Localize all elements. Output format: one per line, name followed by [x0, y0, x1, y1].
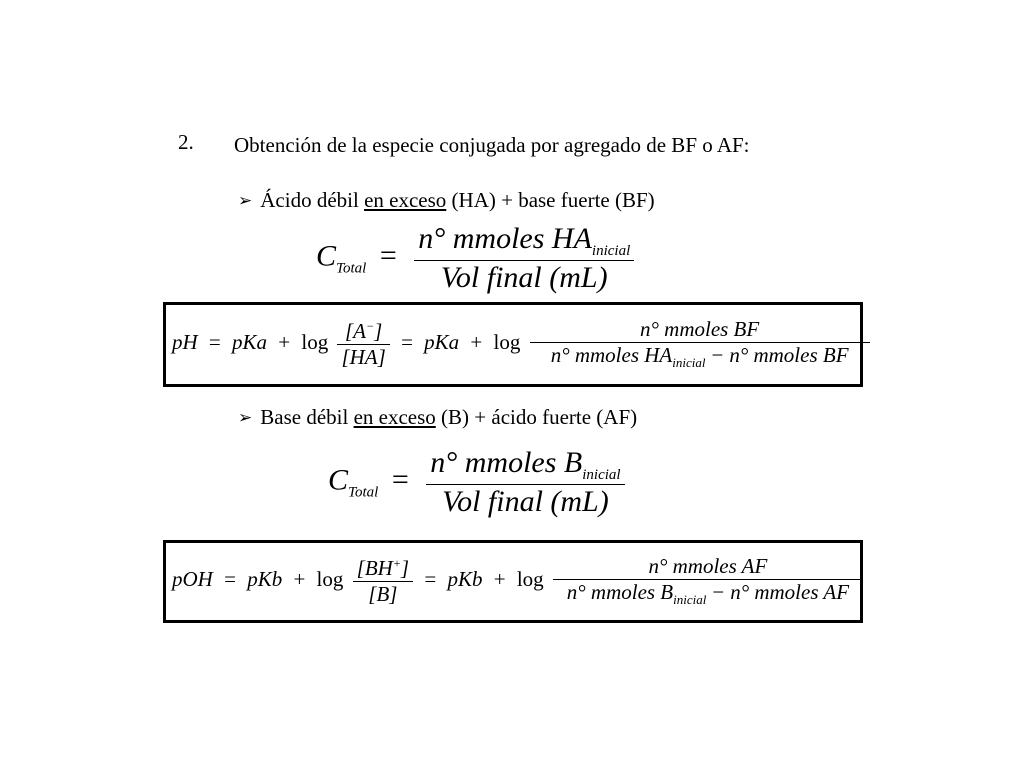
ctotal-fraction: n° mmoles HAinicial Vol final (mL) — [414, 222, 635, 295]
fraction-bar — [426, 484, 625, 485]
formula-log-2: log — [516, 567, 544, 592]
section-number: 2. — [178, 130, 194, 154]
mmoles-denominator-a: n° mmoles HA — [550, 343, 673, 368]
mmoles-denominator-b: n° mmoles AF — [730, 580, 850, 605]
ratio-numerator-sup: + — [392, 556, 401, 570]
formula-log: log — [316, 567, 344, 592]
ctotal-denominator: Vol final (mL) — [440, 261, 608, 294]
formula-lhs: pOH — [172, 567, 213, 592]
formula-ratio-fraction: [A−] [HA] — [337, 319, 390, 370]
section-heading: Obtención de la especie conjugada por ag… — [234, 133, 750, 157]
formula-equals: = — [208, 330, 221, 355]
formula-mmoles-fraction: n° mmoles AF n° mmoles Binicial−n° mmole… — [552, 554, 863, 608]
henderson-formula-base: pOH = pKb + log [BH+] [B] = pKb + log n°… — [166, 554, 863, 608]
ctotal-fraction: n° mmoles Binicial Vol final (mL) — [426, 446, 625, 519]
formula-plus-2: + — [493, 567, 506, 592]
bullet-weak-acid: ➢ Ácido débil en exceso (HA) + base fuert… — [238, 188, 655, 213]
formula-pk: pKa — [232, 330, 268, 355]
mmoles-denominator-sub: inicial — [672, 355, 706, 371]
formula-pk-2: pKb — [447, 567, 483, 592]
ctotal-subscript: Total — [348, 484, 379, 501]
formula-equals-2: = — [424, 567, 437, 592]
ctotal-numerator-sub: inicial — [582, 467, 621, 483]
bullet-text-suffix: (HA) + base fuerte (BF) — [446, 188, 655, 212]
bullet-text-prefix: Base débil — [260, 405, 354, 429]
mmoles-numerator: n° mmoles BF — [640, 317, 760, 342]
mmoles-minus: − — [712, 580, 725, 605]
mmoles-numerator: n° mmoles AF — [648, 554, 768, 579]
bullet-weak-base: ➢ Base débil en exceso (B) + ácido fuerte… — [238, 405, 637, 430]
henderson-formula-acid: pH = pKa + log [A−] [HA] = pKa + log n° … — [166, 317, 870, 371]
formula-plus-2: + — [470, 330, 483, 355]
mmoles-denominator-b: n° mmoles BF — [729, 343, 849, 368]
formula-equals-2: = — [401, 330, 413, 355]
bullet-underlined-text: en exceso — [364, 188, 447, 212]
ratio-numerator: [A — [344, 319, 366, 343]
ratio-denominator: [HA] — [341, 345, 386, 369]
arrowhead-bullet-icon: ➢ — [238, 191, 253, 211]
arrowhead-bullet-icon: ➢ — [238, 408, 253, 428]
ctotal-symbol: C — [316, 239, 337, 273]
formula-plus: + — [278, 330, 291, 355]
equals-sign: = — [379, 239, 397, 273]
formula-log-2: log — [493, 330, 521, 355]
bullet-underlined-text: en exceso — [353, 405, 436, 429]
ratio-numerator-close: ] — [400, 556, 410, 580]
formula-ratio-fraction: [BH+] [B] — [352, 556, 414, 607]
ctotal-equation-acid: CTotal = n° mmoles HAinicial Vol final (… — [316, 222, 635, 295]
formula-equals: = — [224, 567, 236, 592]
henderson-box-acid: pH = pKa + log [A−] [HA] = pKa + log n° … — [163, 302, 870, 387]
ratio-numerator: [BH — [356, 556, 393, 580]
ctotal-subscript: Total — [336, 260, 367, 277]
ctotal-numerator: n° mmoles HA — [418, 222, 592, 255]
ratio-numerator-close: ] — [374, 319, 383, 343]
ctotal-numerator: n° mmoles B — [430, 446, 583, 479]
formula-lhs: pH — [172, 330, 198, 355]
ctotal-symbol: C — [328, 463, 349, 497]
ctotal-equation-base: CTotal = n° mmoles Binicial Vol final (m… — [328, 446, 625, 519]
mmoles-denominator-a: n° mmoles B — [566, 580, 674, 605]
ratio-denominator: [B] — [368, 582, 398, 606]
formula-pk-2: pKa — [424, 330, 460, 355]
mmoles-minus: − — [711, 343, 724, 368]
henderson-box-base: pOH = pKb + log [BH+] [B] = pKb + log n°… — [163, 540, 863, 623]
bullet-text-prefix: Ácido débil — [260, 188, 365, 212]
formula-mmoles-fraction: n° mmoles BF n° mmoles HAinicial−n° mmol… — [529, 317, 870, 371]
ctotal-numerator-sub: inicial — [591, 243, 631, 259]
equals-sign: = — [391, 463, 409, 497]
formula-pk: pKb — [247, 567, 283, 592]
formula-plus: + — [293, 567, 306, 592]
mmoles-denominator-sub: inicial — [673, 592, 707, 608]
ctotal-denominator: Vol final (mL) — [442, 485, 609, 518]
fraction-bar — [414, 260, 635, 261]
formula-log: log — [301, 330, 329, 355]
ratio-numerator-sup: − — [365, 319, 375, 333]
bullet-text-suffix: (B) + ácido fuerte (AF) — [435, 405, 638, 429]
